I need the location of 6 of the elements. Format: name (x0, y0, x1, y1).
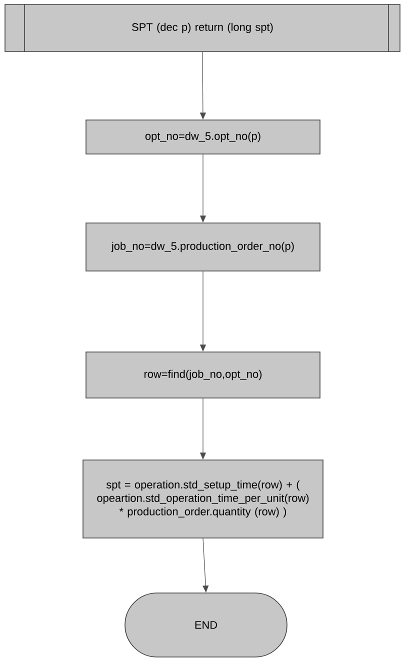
process-box: row=find(job_no,opt_no) (86, 352, 320, 398)
process-box: opt_no=dw_5.opt_no(p) (86, 120, 320, 154)
process-box: job_no=dw_5.production_order_no(p) (86, 222, 320, 272)
terminal-box: END (124, 592, 288, 658)
process-box: spt = operation.std_setup_time(row) + ( opeartion.std_operation_time_per_unit(row) * production_order.quantity (row) ) (82, 460, 324, 538)
predefined-process-box: SPT (dec p) return (long spt) (4, 4, 400, 52)
